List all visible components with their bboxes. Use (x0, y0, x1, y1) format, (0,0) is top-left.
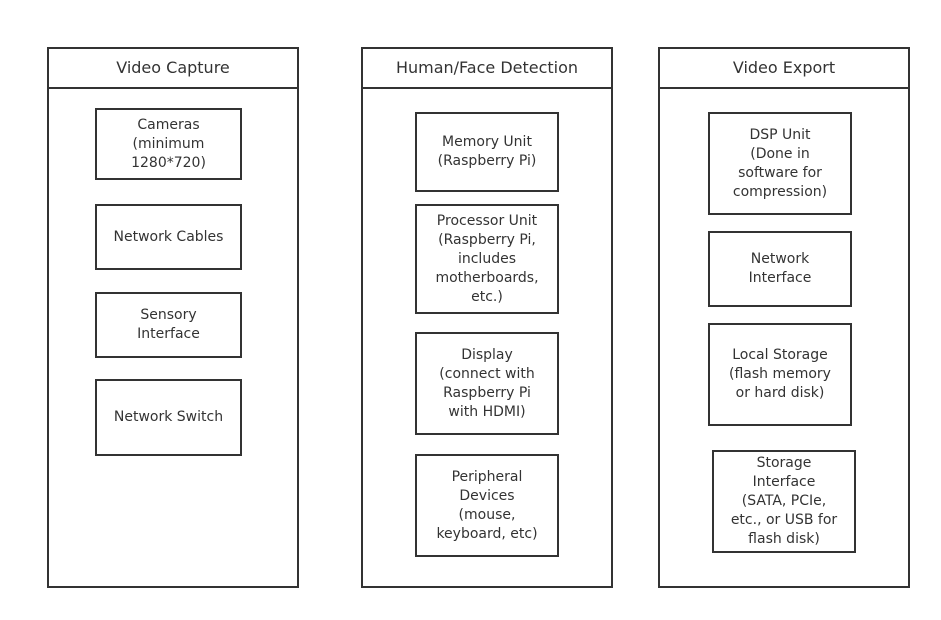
video-capture-header: Video Capture (49, 49, 297, 89)
peripheral-devices-box: Peripheral Devices (mouse, keyboard, etc… (415, 454, 559, 557)
network-cables-box: Network Cables (95, 204, 242, 270)
display-box: Display (connect with Raspberry Pi with … (415, 332, 559, 435)
network-switch-box: Network Switch (95, 379, 242, 456)
dsp-unit-box: DSP Unit (Done in software for compressi… (708, 112, 852, 215)
human-face-detection-header: Human/Face Detection (363, 49, 611, 89)
processor-unit-box: Processor Unit (Raspberry Pi, includes m… (415, 204, 559, 314)
storage-interface-box: Storage Interface (SATA, PCIe, etc., or … (712, 450, 856, 553)
video-export-header: Video Export (660, 49, 908, 89)
network-interface-box: Network Interface (708, 231, 852, 307)
memory-unit-box: Memory Unit (Raspberry Pi) (415, 112, 559, 192)
sensory-interface-box: Sensory Interface (95, 292, 242, 358)
local-storage-box: Local Storage (flash memory or hard disk… (708, 323, 852, 426)
cameras-box: Cameras (minimum 1280*720) (95, 108, 242, 180)
